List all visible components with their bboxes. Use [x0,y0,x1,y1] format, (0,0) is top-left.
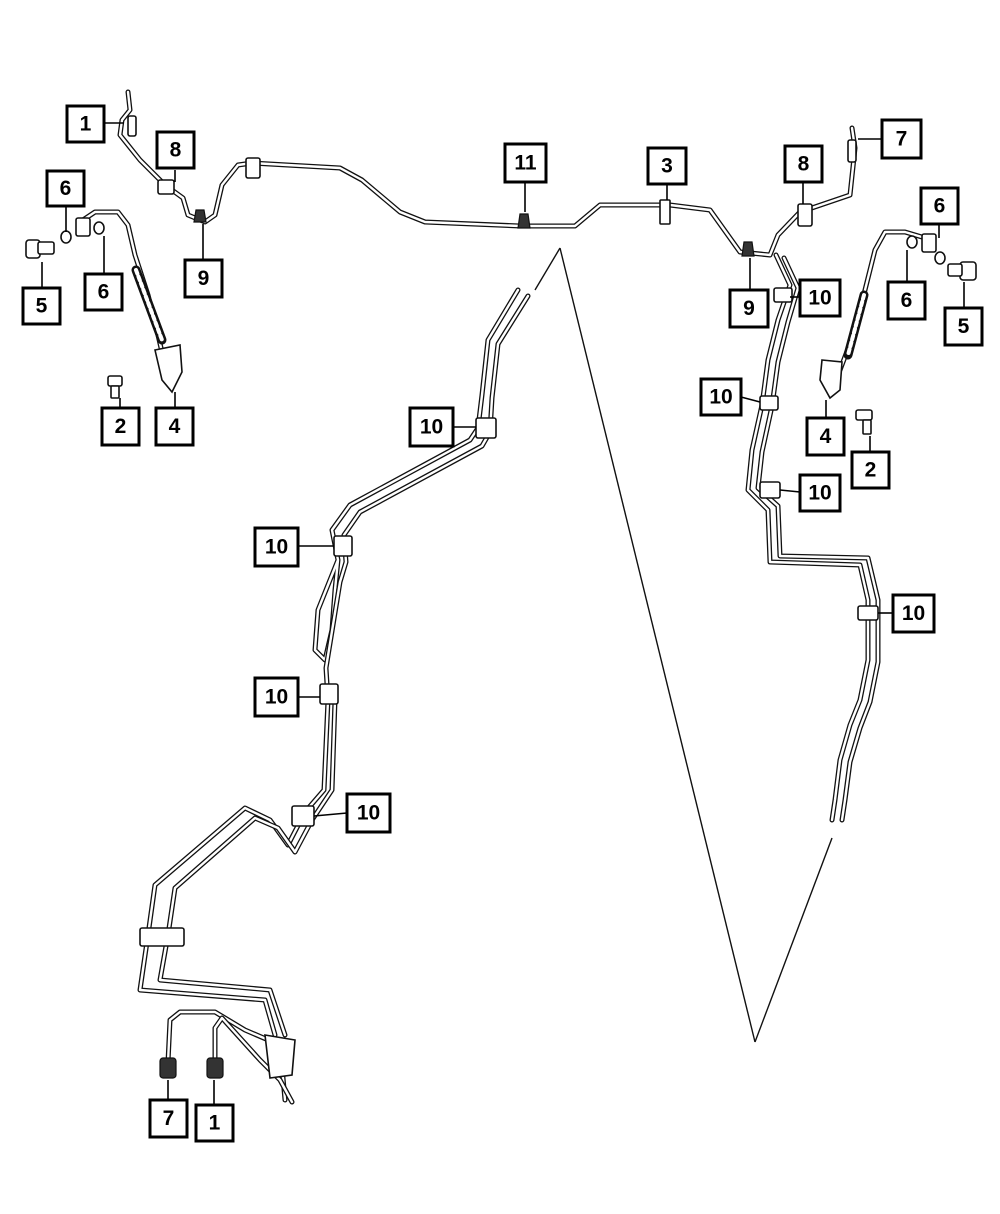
multi-tube-clip [139,927,185,947]
bracket-4-left [154,344,183,394]
clip-8-right [797,203,813,227]
clip-10-detail-a [475,417,497,439]
callout-5-left: 5 [21,286,62,326]
callout-7-top-right: 7 [880,118,923,160]
svg-text:5: 5 [36,295,48,318]
callout-3: 3 [646,146,688,186]
clip-3 [659,199,671,225]
callout-6-right-lower: 6 [886,280,927,321]
callout-9-left: 9 [183,258,224,299]
svg-text:1: 1 [209,1112,221,1135]
svg-text:10: 10 [808,287,831,310]
svg-text:4: 4 [820,425,832,448]
callout-10-detail-c: 10 [253,676,300,718]
fastener-11 [517,213,531,229]
clip-10-right-d [857,605,879,621]
svg-text:10: 10 [808,482,831,505]
svg-text:10: 10 [265,686,288,709]
banjo-fitting-left [75,217,91,237]
svg-text:6: 6 [934,195,946,218]
bolt-2-right [855,409,873,435]
washer-left-1 [60,230,72,244]
banjo-fitting-right [921,233,937,253]
fitting-top-left [127,115,137,137]
callout-6-left-lower: 6 [83,272,124,312]
callout-10-detail-b: 10 [253,526,300,568]
svg-text:7: 7 [896,128,908,151]
fitting-1-bottom [206,1057,224,1079]
callout-4-left: 4 [154,406,195,447]
washer-right-2 [906,235,918,249]
callout-10-right-d: 10 [891,593,936,634]
clip-10-right-b [759,395,779,411]
svg-text:10: 10 [420,416,443,439]
callout-9-right: 9 [728,288,770,329]
svg-text:11: 11 [514,152,537,175]
fastener-9-left [193,209,207,223]
callout-7-bottom: 7 [148,1098,189,1139]
callout-5-right: 5 [943,306,984,347]
svg-text:10: 10 [265,536,288,559]
callout-10-right-a: 10 [798,278,842,318]
svg-text:6: 6 [60,177,72,200]
callout-4-right: 4 [805,416,846,457]
callout-8-right: 8 [783,144,824,184]
detail-view-lines [534,247,833,1043]
callout-10-detail-d: 10 [345,792,392,834]
clip-10-right-a [773,287,793,303]
callout-6-left-upper: 6 [45,169,86,208]
svg-text:8: 8 [798,153,810,176]
fastener-9-right [741,241,755,257]
callout-10-detail-a: 10 [408,406,455,448]
svg-text:2: 2 [115,415,127,438]
callout-2-left: 2 [100,406,141,447]
detail-twin-tube-c [157,697,338,1038]
svg-text:10: 10 [357,802,380,825]
callout-11: 11 [503,142,548,184]
callout-10-right-c: 10 [798,473,842,513]
callout-8-top-left: 8 [155,130,196,170]
svg-text:8: 8 [170,139,182,162]
callout-10-right-b: 10 [699,377,743,417]
svg-text:1: 1 [80,113,92,136]
callout-2-right: 2 [850,450,891,490]
tube-clip-top [245,157,261,179]
washer-right-1 [934,251,946,265]
svg-text:5: 5 [958,315,970,338]
callout-1-bottom: 1 [194,1103,235,1143]
banjo-bolt-right [947,261,977,281]
bolt-2-left [107,375,123,399]
svg-text:6: 6 [901,289,913,312]
junction-block [264,1034,296,1079]
svg-text:6: 6 [98,281,110,304]
callout-6-right-upper: 6 [919,186,960,226]
svg-text:7: 7 [163,1107,175,1130]
detail-twin-tube-b [137,293,531,1038]
right-twin-tube-b [755,255,881,823]
svg-text:10: 10 [902,602,925,625]
banjo-bolt-left [25,239,55,259]
svg-text:2: 2 [865,459,877,482]
washer-left-2 [93,221,105,235]
clip-10-detail-c [319,683,339,705]
brake-tubes [77,89,935,1105]
bracket-4-right [819,359,843,400]
svg-text:9: 9 [198,267,210,290]
clip-8-left [157,179,175,195]
svg-text:9: 9 [743,297,755,320]
callout-1-top-left: 1 [65,104,106,144]
svg-text:3: 3 [661,155,673,178]
clip-10-detail-b [333,535,353,557]
svg-text:10: 10 [709,386,732,409]
fitting-7-bottom [159,1057,177,1079]
leader-lines [41,122,965,1105]
parts [25,115,977,1079]
svg-text:4: 4 [169,415,181,438]
clip-10-right-c [759,481,781,499]
clip-10-detail-d [291,805,315,827]
callouts: 1 8 6 6 5 9 2 4 11 3 8 7 6 6 5 9 10 10 1… [21,104,984,1143]
fitting-top-right [847,139,857,163]
